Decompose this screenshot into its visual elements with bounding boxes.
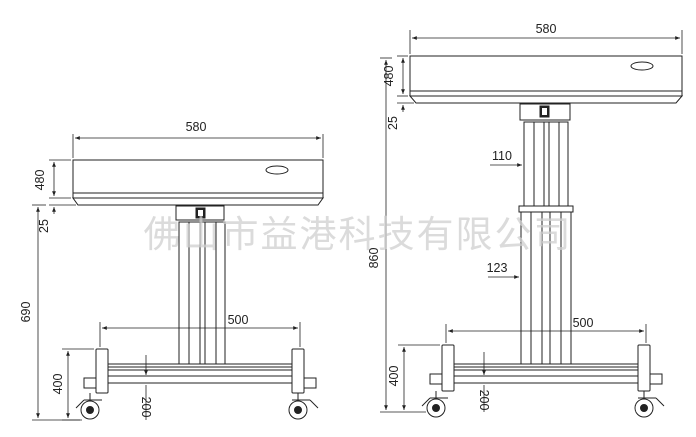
right-floor-label: 200 — [477, 390, 491, 411]
right-column-collar — [518, 205, 574, 213]
left-control-box — [175, 205, 225, 221]
right-column-lower-label: 123 — [487, 261, 508, 275]
right-caster-left — [421, 373, 448, 418]
right-gap-label: 25 — [386, 116, 400, 130]
left-total-height-label: 690 — [19, 302, 33, 323]
left-top-thickness-label: 480 — [33, 170, 47, 191]
right-tabletop-hole — [630, 61, 654, 71]
left-base-width-label: 500 — [228, 313, 249, 327]
right-table-view — [380, 30, 684, 418]
right-column-upper-label: 110 — [492, 149, 512, 163]
left-base — [95, 348, 305, 394]
right-dimensions — [380, 30, 683, 413]
left-tabletop-hole — [265, 165, 289, 175]
right-caster-height-label: 400 — [387, 366, 401, 387]
left-floor-label: 200 — [139, 397, 153, 418]
left-caster-left — [75, 377, 102, 420]
left-lifting-column — [178, 221, 226, 365]
right-caster-right — [634, 373, 665, 418]
right-control-box — [519, 103, 571, 121]
right-top-thickness-label: 480 — [382, 66, 396, 87]
left-table-view — [32, 134, 324, 421]
watermark-text: 佛山市益港科技有限公司 — [144, 213, 573, 256]
right-base — [441, 344, 651, 392]
left-tabletop — [72, 159, 324, 206]
left-gap-label: 25 — [37, 219, 51, 233]
left-caster-height-label: 400 — [51, 374, 65, 395]
left-caster-right — [288, 377, 319, 420]
right-total-height-label: 860 — [367, 248, 381, 269]
right-tabletop — [408, 55, 684, 104]
right-base-width-label: 500 — [573, 316, 594, 330]
left-dimensions — [32, 134, 324, 421]
left-width-label: 580 — [186, 120, 207, 134]
right-upper-column — [523, 121, 569, 211]
right-width-label: 580 — [536, 22, 557, 36]
